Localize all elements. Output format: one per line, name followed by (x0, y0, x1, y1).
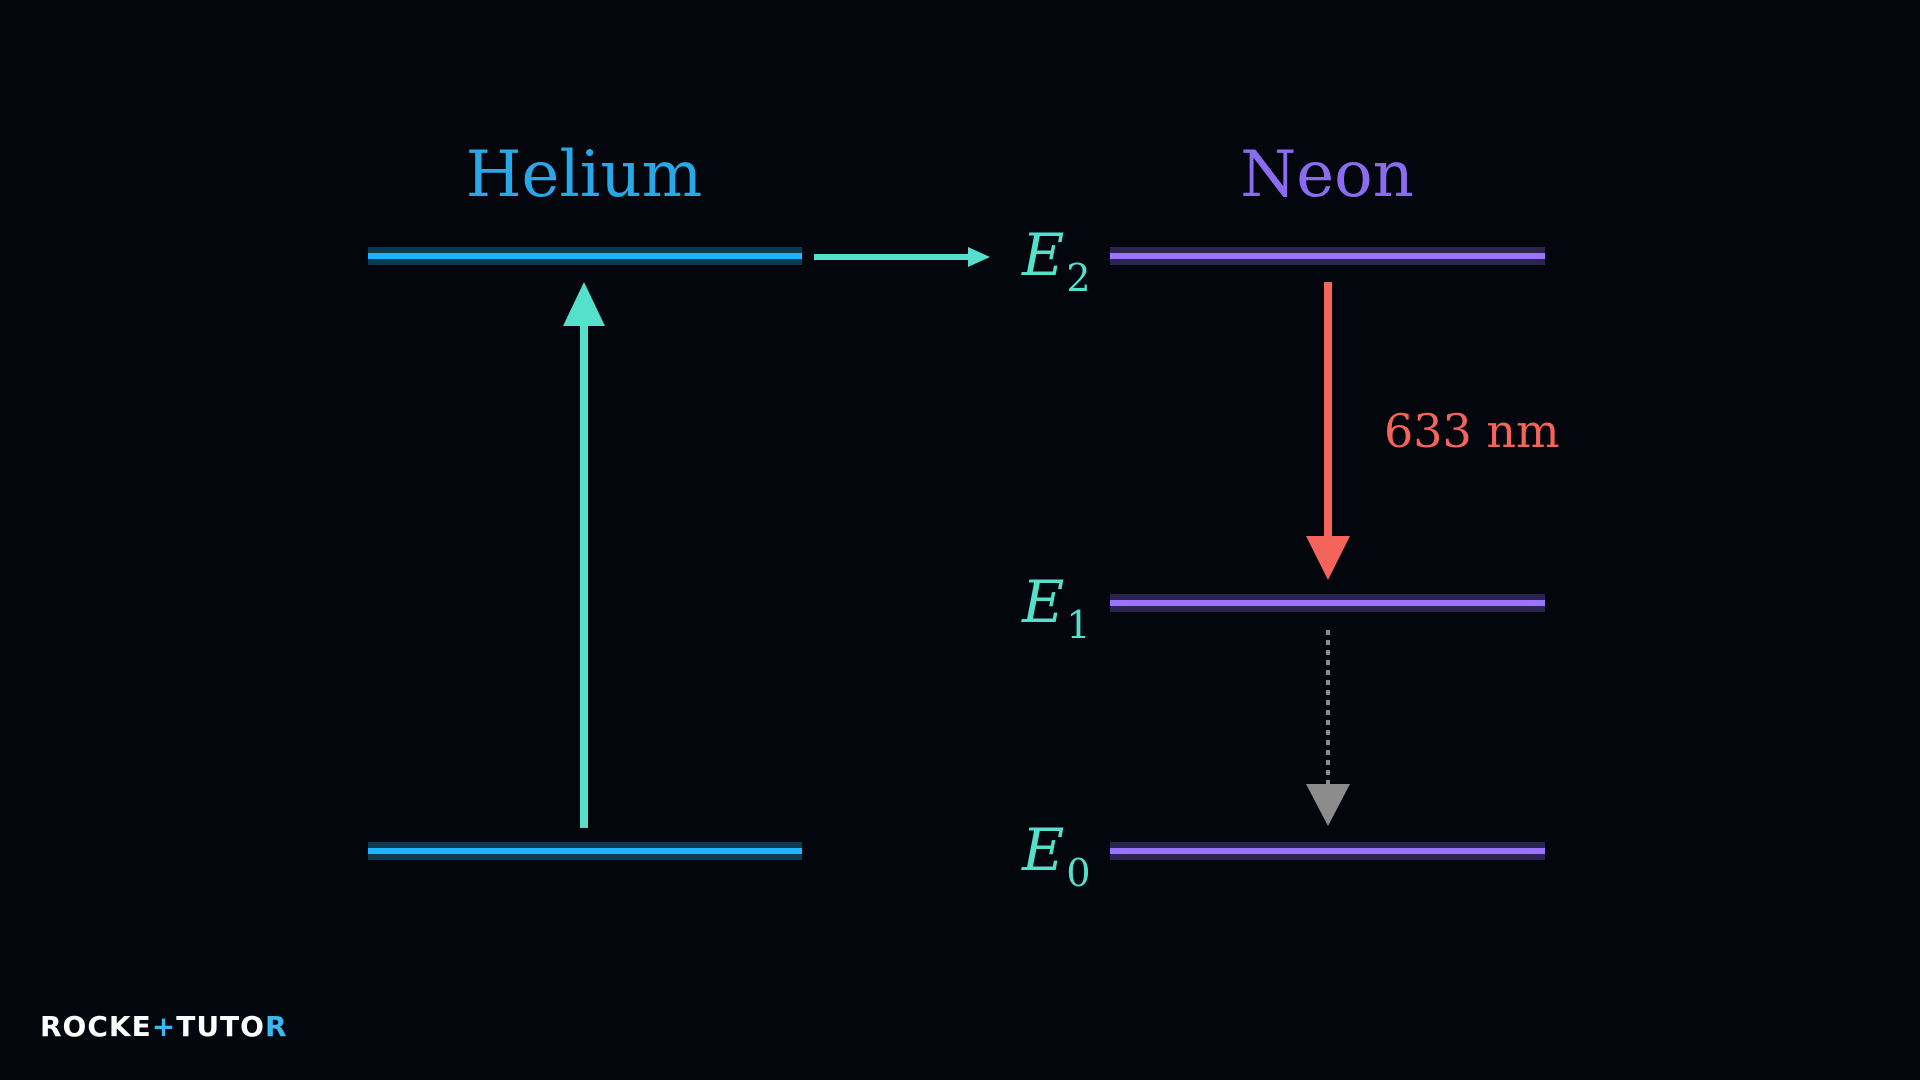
label-e1: E1 (1021, 568, 1091, 647)
wavelength-label: 633 nm (1384, 404, 1560, 458)
excitation-arrow (563, 282, 605, 828)
label-e2: E2 (1021, 221, 1091, 300)
neon-level-e1 (1110, 594, 1545, 612)
helium-title: Helium (466, 138, 703, 212)
helium-ground-level (368, 842, 802, 860)
neon-level-e2 (1110, 247, 1545, 265)
neon-level-e0 (1110, 842, 1545, 860)
neon-title: Neon (1240, 138, 1414, 212)
emission-arrow (1306, 282, 1350, 580)
energy-transfer-arrow (814, 247, 990, 267)
decay-arrow (1306, 630, 1350, 826)
rocket-tutor-logo: ROCKE+TUTOR (40, 1010, 288, 1043)
label-e0: E0 (1021, 816, 1091, 895)
helium-upper-level (368, 247, 802, 265)
